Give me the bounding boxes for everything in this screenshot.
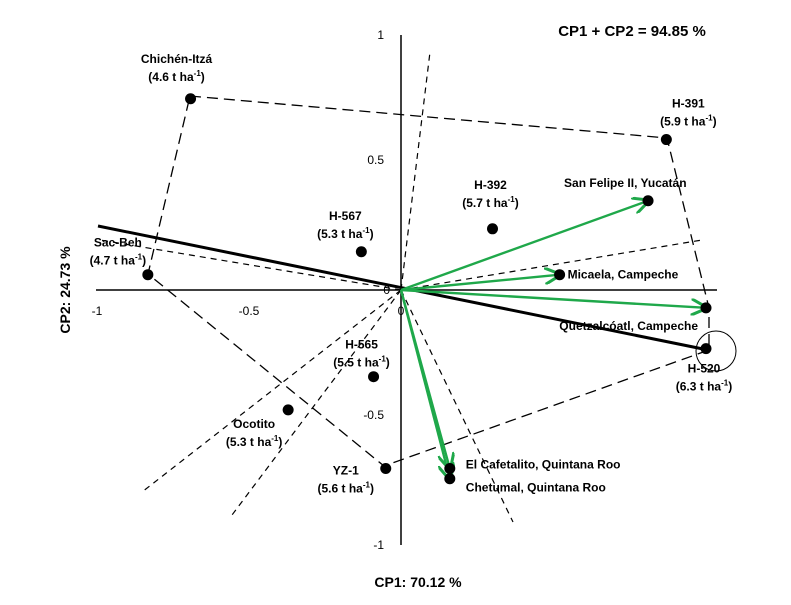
genotype-point [355, 246, 367, 258]
genotype-yield-label: (5.6 t ha-1) [318, 481, 374, 496]
genotype-label: Ocotito [233, 417, 275, 431]
genotype-point [660, 134, 672, 146]
environment-point [700, 302, 712, 314]
environment-label: San Felipe II, Yucatán [564, 176, 687, 190]
sector-ray [400, 239, 703, 291]
environment-label: Quetzalcóatl, Campeche [559, 319, 698, 333]
genotype-point [142, 269, 154, 281]
genotype-yield-label: (5.9 t ha-1) [660, 114, 716, 129]
genotype-yield-label: (6.3 t ha-1) [676, 379, 732, 394]
sector-ray [400, 289, 514, 523]
environment-point [444, 463, 456, 474]
environment-point [642, 195, 654, 207]
genotype-point [185, 93, 197, 105]
chart-title: CP1 + CP2 = 94.85 % [558, 23, 706, 40]
genotype-label: H-567 [329, 209, 362, 223]
genotype-label: H-391 [672, 97, 705, 111]
genotype-yield-label: (4.6 t ha-1) [148, 69, 204, 84]
environment-label: El Cafetalito, Quintana Roo [466, 458, 621, 472]
genotype-point [380, 463, 392, 474]
y-tick-label: -0.5 [363, 408, 384, 422]
genotype-label: H-392 [474, 178, 507, 192]
genotype-yield-label: (5.5 t ha-1) [333, 355, 389, 370]
environment-label: Micaela, Campeche [568, 268, 679, 282]
genotype-point [700, 343, 712, 355]
sector-ray [231, 289, 402, 516]
genotype-yield-label: (5.3 t ha-1) [226, 434, 282, 449]
environment-point [444, 473, 456, 485]
y-tick-label: 0 [383, 283, 390, 297]
genotype-label: H-565 [345, 338, 378, 352]
environment-label: Chetumal, Quintana Roo [466, 481, 606, 495]
genotype-label: Chichén-Itzá [141, 52, 213, 66]
ideal-genotype-circle [695, 330, 737, 372]
average-environment-axis [97, 224, 709, 352]
y-tick-label: 0.5 [367, 153, 384, 167]
environment-vector [400, 288, 706, 308]
x-axis-label: CP1: 70.12 % [374, 574, 462, 590]
y-tick-label: 1 [377, 28, 384, 42]
environment-vectors [399, 201, 706, 479]
environment-vector [400, 201, 648, 292]
y-tick-label: -1 [373, 538, 384, 552]
environment-vector [400, 275, 560, 292]
genotype-point [368, 371, 380, 383]
sector-ray [400, 51, 431, 291]
genotype-label: YZ-1 [333, 464, 359, 478]
sector-ray [141, 289, 402, 493]
environment-point [554, 269, 566, 281]
genotype-point [282, 404, 294, 416]
genotype-point [487, 223, 498, 235]
x-tick-label: -1 [92, 304, 103, 318]
x-tick-label: 0 [398, 304, 405, 318]
genotype-label: H-520 [688, 362, 721, 376]
genotype-yield-label: (5.3 t ha-1) [317, 226, 373, 241]
data-points [142, 93, 712, 485]
genotype-yield-label: (5.7 t ha-1) [462, 195, 518, 210]
genotype-label: Sac-Beh [94, 236, 142, 250]
genotype-yield-label: (4.7 t ha-1) [90, 253, 146, 268]
y-axis-label: CP2: 24.73 % [57, 246, 73, 334]
environment-vector [399, 289, 450, 479]
sector-ray [99, 239, 402, 291]
x-tick-label: -0.5 [239, 304, 260, 318]
